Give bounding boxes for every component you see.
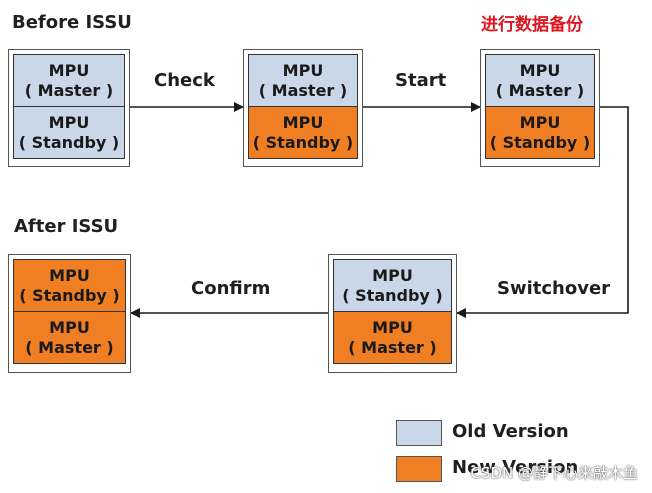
watermark-text: CSDN @静下心来敲木鱼 <box>470 464 638 482</box>
mpu-standby-cell: MPU ( Standby ) <box>13 106 125 159</box>
mpu-role: ( Standby ) <box>489 132 591 152</box>
data-backup-heading: 进行数据备份 <box>481 15 583 35</box>
step-confirm-label: Confirm <box>191 278 271 299</box>
mpu-title: MPU <box>49 265 90 285</box>
mpu-pair-after-check: MPU ( Master ) MPU ( Standby ) <box>243 49 363 167</box>
mpu-pair-before: MPU ( Master ) MPU ( Standby ) <box>8 49 130 167</box>
mpu-master-cell: MPU ( Master ) <box>333 311 452 364</box>
mpu-role: ( Standby ) <box>18 132 120 152</box>
mpu-title: MPU <box>48 112 90 132</box>
mpu-master-cell: MPU ( Master ) <box>248 54 358 107</box>
step-start-label: Start <box>395 70 447 91</box>
mpu-role: ( Standby ) <box>342 285 443 305</box>
mpu-master-cell: MPU ( Master ) <box>485 54 595 107</box>
mpu-title: MPU <box>519 60 561 80</box>
mpu-title: MPU <box>372 265 413 285</box>
mpu-title: MPU <box>48 60 90 80</box>
step-switchover-label: Switchover <box>497 278 611 299</box>
after-issu-heading: After ISSU <box>14 216 119 237</box>
mpu-master-cell: MPU ( Master ) <box>13 311 126 364</box>
legend-new-label: New Version <box>452 457 579 478</box>
mpu-role: ( Master ) <box>24 80 114 100</box>
mpu-role: ( Standby ) <box>19 285 120 305</box>
mpu-title: MPU <box>282 60 324 80</box>
legend-old-swatch <box>396 420 442 446</box>
mpu-pair-after-issu: MPU ( Standby ) MPU ( Master ) <box>8 254 131 373</box>
mpu-master-cell: MPU ( Master ) <box>13 54 125 107</box>
mpu-role: ( Standby ) <box>252 132 354 152</box>
mpu-title: MPU <box>519 112 561 132</box>
mpu-standby-cell: MPU ( Standby ) <box>333 259 452 312</box>
mpu-title: MPU <box>282 112 324 132</box>
legend-new-swatch <box>396 456 442 482</box>
mpu-standby-cell: MPU ( Standby ) <box>248 106 358 159</box>
before-issu-heading: Before ISSU <box>12 12 132 33</box>
mpu-role: ( Master ) <box>495 80 585 100</box>
mpu-role: ( Master ) <box>258 80 348 100</box>
legend-old-label: Old Version <box>452 421 569 442</box>
mpu-pair-after-start: MPU ( Master ) MPU ( Standby ) <box>480 49 600 167</box>
mpu-title: MPU <box>49 317 90 337</box>
mpu-pair-after-switchover: MPU ( Standby ) MPU ( Master ) <box>328 254 457 373</box>
mpu-standby-cell: MPU ( Standby ) <box>13 259 126 312</box>
arrow-switchover <box>456 106 629 318</box>
step-check-label: Check <box>154 70 215 91</box>
mpu-role: ( Master ) <box>348 337 437 357</box>
mpu-title: MPU <box>372 317 413 337</box>
mpu-role: ( Master ) <box>25 337 114 357</box>
mpu-standby-cell: MPU ( Standby ) <box>485 106 595 159</box>
